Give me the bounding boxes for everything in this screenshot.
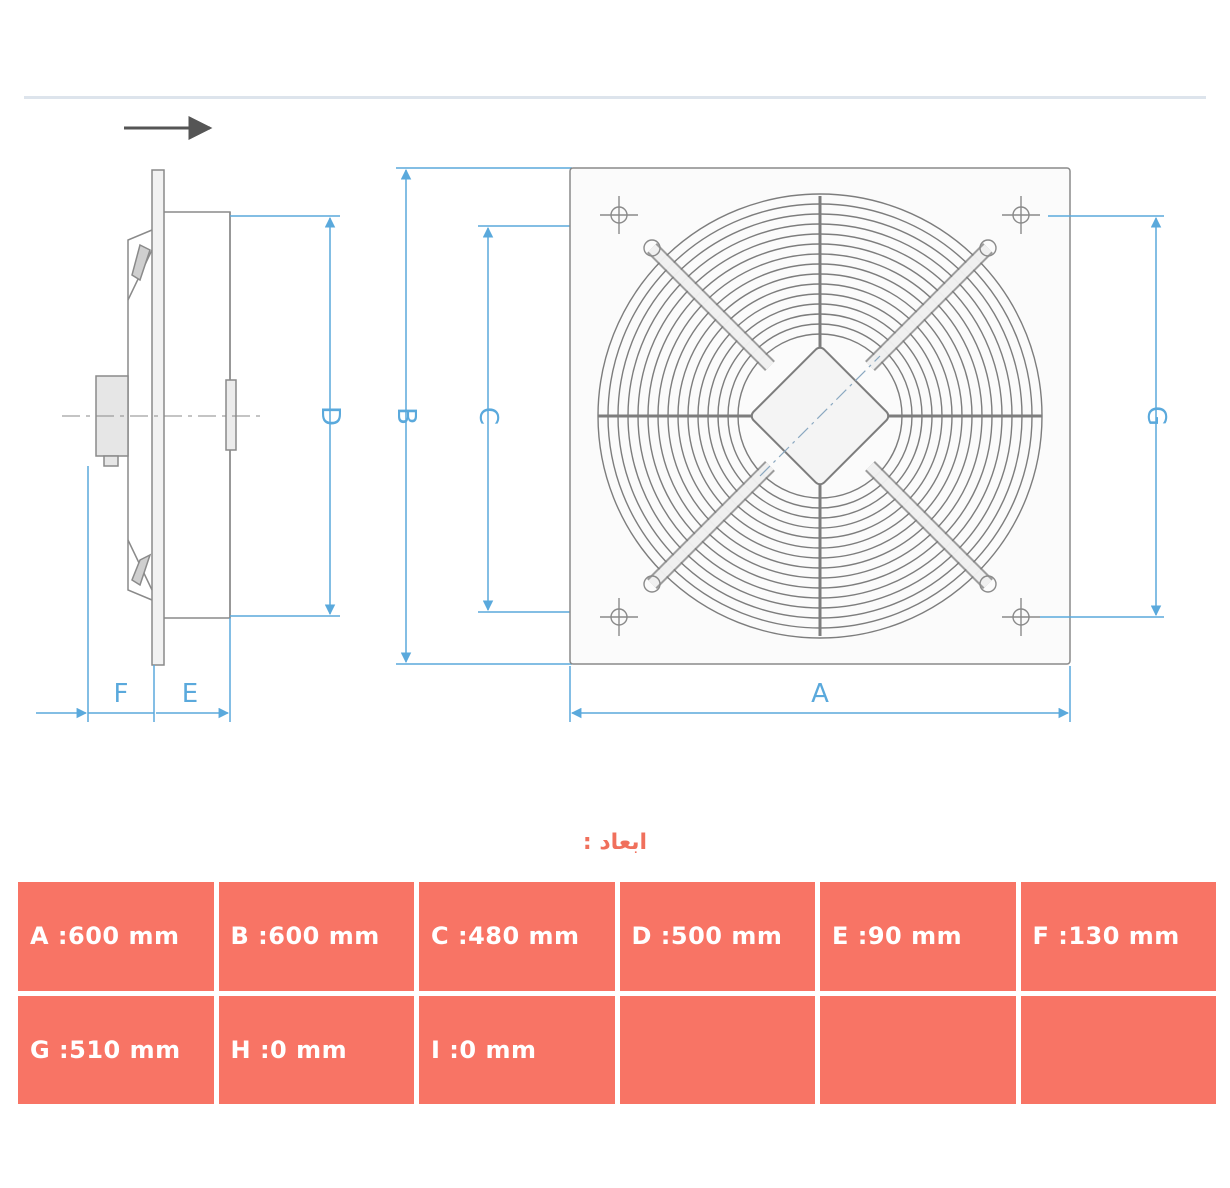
mounting-holes [600,196,1040,636]
dimension-D [230,215,340,617]
dimension-cell-I: I :0 mm [419,995,615,1104]
fan-technical-drawing: D F E B C [36,116,1171,722]
dimension-cell-E: E :90 mm [820,882,1016,991]
dimension-cell-empty [1020,995,1216,1104]
dimension-cell-C: C :480 mm [419,882,615,991]
dimension-F-E [36,466,231,722]
label-B: B [391,407,421,425]
dimension-cell-D: D :500 mm [619,882,815,991]
dimension-B [396,167,572,665]
dimension-cell-empty [820,995,1016,1104]
dimension-G [1040,215,1164,618]
dimensions-table: A :600 mm B :600 mm C :480 mm D :500 mm … [18,882,1216,1104]
dimension-cell-H: H :0 mm [218,995,414,1104]
dimension-cell-G: G :510 mm [18,995,214,1104]
label-E: E [182,679,198,709]
dimension-cell-F: F :130 mm [1020,882,1216,991]
dimension-cell-A: A :600 mm [18,882,214,991]
dimension-A [569,666,1071,722]
side-view [95,169,237,666]
dimension-cell-B: B :600 mm [218,882,414,991]
label-F: F [114,679,129,709]
dimension-cell-empty [619,995,815,1104]
dimensions-title: ابعاد : [582,830,648,855]
label-C: C [473,407,503,425]
top-divider [24,96,1206,99]
label-A: A [811,679,829,709]
label-D: D [315,406,345,426]
label-G: G [1141,406,1171,426]
